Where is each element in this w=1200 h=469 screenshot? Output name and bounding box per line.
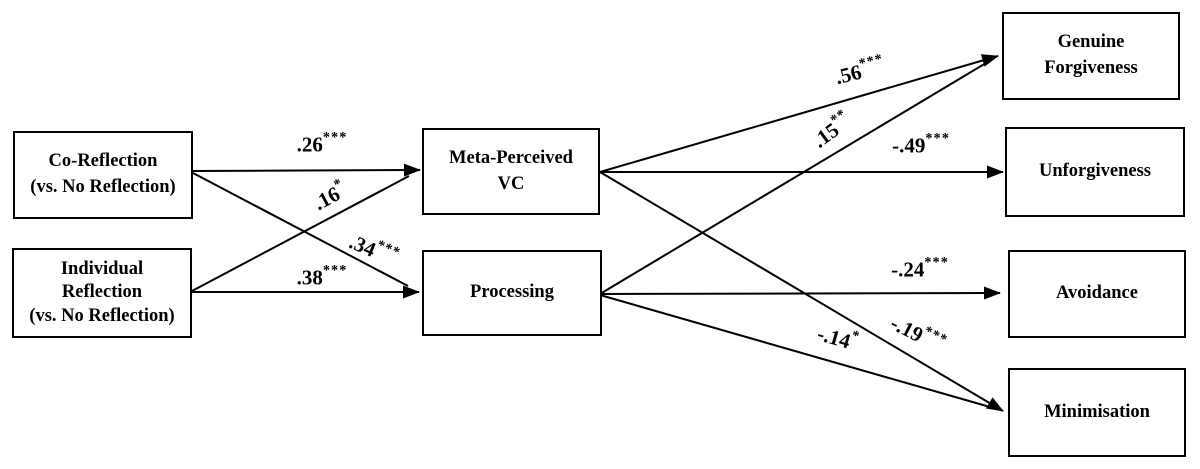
coefficient-value: -.49 (892, 133, 926, 158)
coef-co-reflection-meta-vc: .26*** (296, 130, 348, 157)
node-minimisation: Minimisation (1008, 368, 1186, 457)
coefficient-stars: *** (322, 129, 348, 146)
arrow-meta-vc-to-minimisation (599, 171, 1004, 412)
node-unforgiveness: Unforgiveness (1005, 127, 1185, 217)
node-label-line: Minimisation (1044, 401, 1150, 422)
node-label-line: Avoidance (1056, 283, 1138, 304)
node-label-line: VC (497, 173, 525, 194)
node-label-line: Unforgiveness (1038, 161, 1152, 182)
coefficient-stars: *** (322, 262, 348, 279)
coef-processing-avoidance: -.24*** (891, 255, 949, 282)
arrow-processing-to-genuine-forgiveness (599, 62, 987, 295)
arrow-co-reflection-to-processing (192, 172, 409, 287)
node-label-line: Individual (60, 259, 144, 280)
arrow-processing-to-minimisation (599, 294, 991, 408)
node-co-reflection: Co-Reflection (vs. No Reflection) (13, 131, 193, 219)
node-label-line: Meta-Perceived (449, 147, 573, 168)
node-label-line: (vs. No Reflection) (29, 305, 175, 326)
node-individual-reflection: Individual Reflection (vs. No Reflection… (12, 248, 192, 338)
node-avoidance: Avoidance (1008, 250, 1186, 338)
coefficient-stars: *** (924, 254, 949, 271)
node-label-line: Reflection (61, 282, 143, 303)
node-label-line: Forgiveness (1044, 58, 1138, 78)
node-meta-perceived-vc: Meta-Perceived VC (422, 128, 600, 215)
node-label-line: Processing (470, 282, 554, 303)
arrow-meta-vc-to-genuine-forgiveness (599, 54, 999, 173)
coefficient-stars: *** (925, 130, 950, 147)
node-genuine-forgiveness: Genuine Forgiveness (1002, 12, 1180, 100)
node-label-line: Genuine (1057, 32, 1125, 53)
coefficient-value: .26 (296, 132, 323, 157)
coef-individual-reflection-processing: .38*** (296, 263, 348, 290)
coef-meta-vc-unforgiveness: -.49*** (892, 131, 950, 158)
arrow-processing-to-avoidance (599, 286, 1001, 300)
arrow-co-reflection-to-meta-vc (192, 163, 421, 177)
coefficient-value: .38 (296, 265, 323, 290)
node-label-line: Co-Reflection (48, 151, 158, 172)
arrow-individual-reflection-to-meta-vc (191, 175, 410, 292)
node-processing: Processing (422, 250, 602, 336)
node-label-line: (vs. No Reflection) (30, 177, 176, 197)
coefficient-value: -.24 (891, 257, 925, 282)
